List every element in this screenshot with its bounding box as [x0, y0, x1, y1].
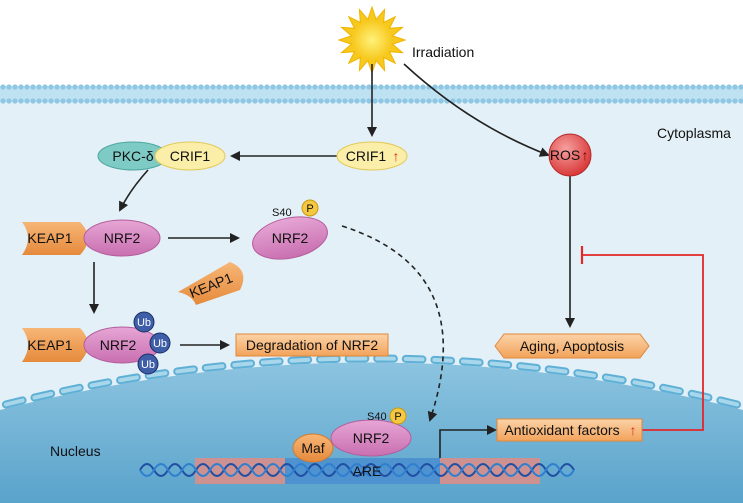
irradiation-label: Irradiation: [412, 44, 474, 60]
nuclear-pore-segment: [61, 385, 82, 394]
are-label: ARE: [353, 463, 382, 479]
s40-label: S40: [272, 207, 292, 219]
ub-label-3: Ub: [141, 359, 155, 371]
nuclear-pore-segment: [32, 391, 54, 400]
nuclear-pore-segment: [632, 380, 654, 388]
ubiquitin-icon: [149, 332, 171, 354]
pkc-crif1-complex: PKC-δ CRIF1: [97, 141, 226, 171]
degradation-label: Degradation of NRF2: [246, 337, 379, 353]
ros-up-arrow: ↑: [582, 147, 589, 163]
nuclear-pore-segment: [175, 367, 196, 374]
ubiquitin-icon: [137, 353, 159, 375]
cytoplasma-label: Cytoplasma: [657, 125, 731, 141]
nrf2-phospho-label: NRF2: [272, 230, 309, 246]
ub-label-2: Ub: [153, 338, 167, 350]
keap1-ub-label: KEAP1: [27, 337, 72, 353]
crif1-label: CRIF1: [170, 148, 211, 164]
nucleus-label: Nucleus: [50, 443, 101, 459]
keap1-nrf2-complex: KEAP1 NRF2: [22, 219, 161, 257]
nuclear-pore-segment: [546, 367, 568, 374]
nuclear-pore-segment: [575, 371, 597, 378]
nrf2-ub-label: NRF2: [100, 337, 137, 353]
arrow-complex-nrf2: [119, 169, 149, 212]
nuclear-pore-segment: [289, 357, 311, 363]
maf-label: Maf: [301, 440, 324, 456]
antioxidant-up-arrow: ↑: [630, 422, 637, 438]
nuclear-pore-segment: [232, 361, 254, 367]
degradation-box: Degradation of NRF2: [235, 333, 389, 357]
nuclear-pore-segment: [260, 359, 282, 365]
arrow-are-antioxidant: [439, 425, 497, 458]
nuclear-pore-segment: [203, 364, 225, 370]
nuclear-pore-segment: [118, 375, 139, 383]
pkc-label: PKC-δ: [112, 148, 153, 164]
ub-label-1: Ub: [137, 317, 151, 329]
phosphate-icon: [389, 407, 407, 425]
nrf2-nucleus-label: NRF2: [353, 430, 390, 446]
antioxidant-label: Antioxidant factors: [504, 422, 619, 438]
nuclear-pore-segment: [603, 375, 625, 383]
crif1-up-label: CRIF1: [346, 148, 387, 164]
phosphate-nucleus-label: P: [394, 411, 401, 423]
sun-icon: [337, 5, 407, 75]
arrow-irradiation-ros: [403, 63, 550, 157]
nuclear-pore-segment: [718, 398, 740, 407]
arrow-nrf2-nuclear-translocation: [341, 225, 444, 422]
nrf2-label: NRF2: [104, 230, 141, 246]
nuclear-pore-segment: [518, 364, 539, 370]
nuclear-pore-segment: [146, 371, 168, 378]
ros-label: ROS: [550, 147, 580, 163]
aging-apoptosis-box: Aging, Apoptosis: [494, 333, 650, 359]
nuclear-pore-segment: [460, 359, 482, 365]
phospho-nrf2: NRF2 S40 P: [252, 199, 328, 260]
nuclear-pore-segment: [489, 361, 511, 367]
keap1-nrf2-ub-complex: KEAP1 NRF2 Ub Ub Ub: [22, 311, 171, 375]
ros-node: ROS ↑: [548, 133, 592, 177]
crif1-up-arrow: ↑: [393, 148, 400, 164]
keap1-label: KEAP1: [27, 230, 72, 246]
phosphate-label: P: [306, 203, 313, 215]
s40-nucleus-label: S40: [367, 411, 387, 423]
crif1-up-node: CRIF1 ↑: [336, 141, 408, 171]
inhibition-antioxidant-ros: [580, 246, 704, 431]
nuclear-pore-segment: [689, 391, 711, 400]
maf-nrf2-complex: Maf NRF2 S40 P ARE: [292, 407, 412, 479]
aging-label: Aging, Apoptosis: [520, 338, 624, 354]
nuclear-pore-segment: [661, 385, 682, 394]
antioxidant-box: Antioxidant factors ↑: [496, 418, 643, 442]
ubiquitin-icon: [133, 311, 155, 333]
nuclear-pore-segment: [3, 398, 25, 407]
phosphate-icon: [301, 199, 319, 217]
nuclear-pore-segment: [89, 380, 111, 388]
